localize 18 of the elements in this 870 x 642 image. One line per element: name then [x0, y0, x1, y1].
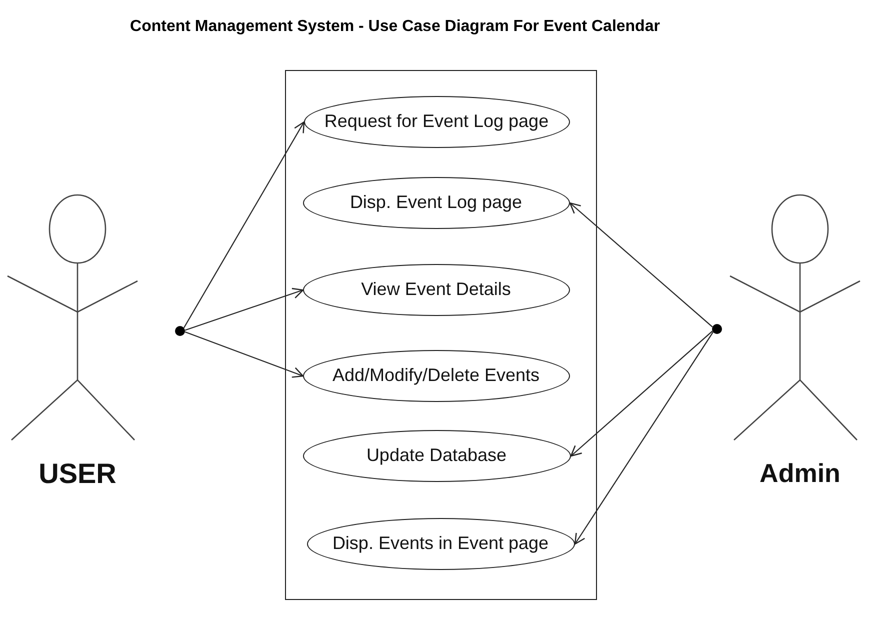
use-case-ellipse: Update Database: [302, 430, 570, 482]
use-case-ellipse: Add/Modify/Delete Events: [302, 350, 570, 402]
diagram-title: Content Management System - Use Case Diagram For Event Calendar: [129, 18, 661, 36]
association-arrow: [570, 330, 713, 457]
association-arrow: [184, 288, 304, 331]
association-arrow: [183, 121, 305, 328]
use-case-ellipse: Disp. Events in Event page: [306, 518, 574, 570]
use-case-ellipse: Request for Event Log page: [304, 96, 570, 148]
association-arrow: [184, 331, 304, 378]
actor-label: USER: [38, 458, 118, 490]
connector-dot: [712, 324, 722, 334]
use-case-ellipse: Disp. Event Log page: [302, 176, 570, 228]
association-arrow: [574, 332, 714, 545]
association-arrow: [569, 202, 713, 328]
system-boundary: [285, 70, 597, 600]
use-case-ellipse: View Event Details: [302, 264, 570, 316]
connector-dot: [175, 326, 185, 336]
actor-label: Admin: [758, 458, 842, 489]
